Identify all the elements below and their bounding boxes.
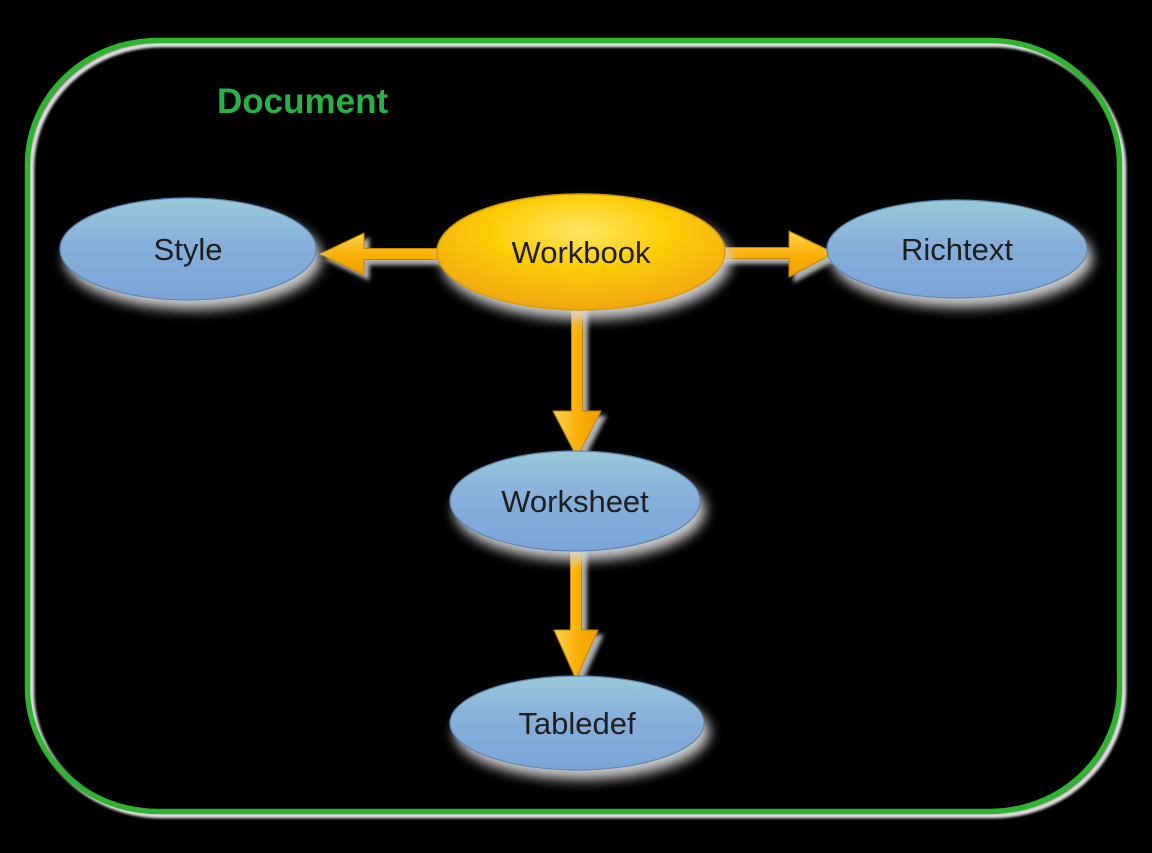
node-richtext-label: Richtext (901, 232, 1013, 267)
edge-workbook-to-richtext-arrow (711, 230, 836, 278)
node-style-label: Style (154, 232, 223, 267)
node-richtext-shape (826, 199, 1088, 299)
node-worksheet-shape (449, 450, 701, 552)
node-tabledef-label: Tabledef (518, 706, 636, 741)
node-style-shape (59, 197, 317, 301)
node-worksheet-label: Worksheet (501, 484, 649, 519)
edge-workbook-to-style-arrow (318, 232, 451, 276)
node-tabledef: Tabledef (449, 675, 705, 771)
node-workbook-label: Workbook (512, 235, 651, 270)
node-tabledef-shape (449, 675, 705, 771)
node-style: Style (59, 197, 317, 301)
edge-worksheet-to-tabledef-arrow (553, 539, 599, 681)
node-workbook-shape (436, 193, 726, 311)
document-container-label: Document (217, 82, 388, 121)
node-richtext: Richtext (826, 199, 1088, 299)
edge-workbook-to-worksheet-arrow (552, 299, 602, 459)
document-container-border (24, 37, 1123, 815)
node-workbook: Workbook (436, 193, 726, 311)
node-worksheet: Worksheet (449, 450, 701, 552)
